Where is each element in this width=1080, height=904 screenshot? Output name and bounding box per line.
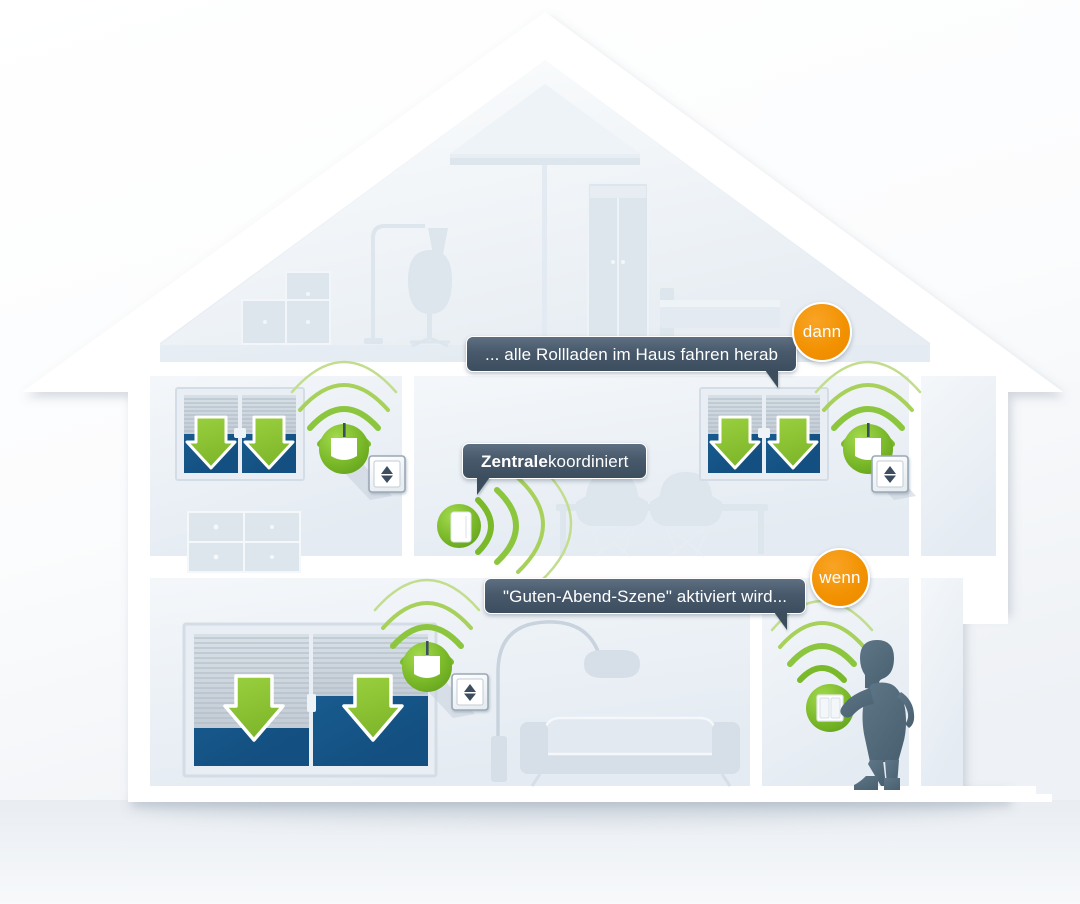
furniture-regal-wuerfel bbox=[241, 271, 331, 345]
shutter-down-arrow bbox=[243, 415, 295, 470]
door-handle bbox=[307, 694, 316, 712]
speech-bubble-zentrale: Zentrale koordiniert bbox=[462, 443, 648, 495]
furniture-buerostuhl bbox=[408, 250, 452, 348]
shutter-down-arrow bbox=[185, 415, 237, 470]
chevron-up-icon bbox=[464, 684, 476, 692]
ground-floor-slab bbox=[128, 786, 1008, 802]
bubble-tail-icon bbox=[765, 370, 779, 388]
upper-floor-slab bbox=[128, 556, 1008, 578]
speech-bubble-wenn-text: "Guten-Abend-Szene" aktiviert wird... bbox=[503, 586, 788, 606]
ridge-post bbox=[542, 160, 547, 345]
roof bbox=[22, 12, 1063, 392]
motor-antenna-icon bbox=[343, 423, 346, 437]
window-handle bbox=[234, 428, 246, 438]
attic-room bbox=[160, 60, 930, 368]
room-ground-side bbox=[921, 578, 963, 786]
furniture-esszimmerstuhl-1 bbox=[575, 472, 649, 557]
rollladen-motor-wohnzimmer bbox=[373, 578, 489, 718]
wall-upper-2 bbox=[909, 376, 921, 556]
motor-body-icon bbox=[331, 438, 357, 460]
chevron-down-icon bbox=[884, 475, 896, 483]
radio-waves bbox=[475, 464, 573, 584]
furniture-bogenlampe bbox=[491, 620, 640, 782]
furniture-esstisch-gruppe bbox=[556, 472, 768, 557]
bubble-tail-icon bbox=[477, 477, 490, 495]
chevron-up-icon bbox=[381, 466, 393, 474]
chevron-down-icon bbox=[381, 475, 393, 483]
speech-bubble-wenn: "Guten-Abend-Szene" aktiviert wird... bbox=[484, 578, 807, 630]
rocker-right-icon bbox=[830, 697, 841, 719]
hub-device-icon bbox=[450, 511, 472, 543]
furniture-kommode bbox=[187, 511, 301, 573]
speech-bubble-zentrale-regular: koordiniert bbox=[547, 451, 629, 471]
room-upper-side bbox=[921, 376, 996, 556]
chevron-up-icon bbox=[884, 466, 896, 474]
wippschalter[interactable] bbox=[871, 455, 909, 493]
wippschalter[interactable] bbox=[451, 673, 489, 711]
roof-right bbox=[545, 12, 1063, 392]
shutter-down-arrow bbox=[223, 674, 285, 742]
speech-bubble-dann: ... alle Rollladen im Haus fahren herab bbox=[466, 336, 798, 388]
zentrale-hub bbox=[437, 464, 573, 584]
motor-body-icon bbox=[855, 438, 881, 460]
window-handle bbox=[758, 428, 770, 438]
bubble-tail-icon bbox=[774, 612, 788, 630]
furniture-bett bbox=[660, 288, 780, 340]
chevron-down-icon bbox=[464, 693, 476, 701]
fenster-schlafzimmer-links bbox=[175, 387, 305, 481]
furniture-kleiderschrank bbox=[587, 182, 649, 342]
badge-wenn: wenn bbox=[810, 548, 870, 608]
shutter-down-arrow bbox=[767, 415, 819, 470]
wall-ground-1 bbox=[750, 578, 762, 786]
wippschalter[interactable] bbox=[368, 455, 406, 493]
rollladen-motor-rechts bbox=[814, 360, 922, 500]
gable-window-glass bbox=[450, 84, 640, 154]
ceiling-beam bbox=[450, 158, 640, 165]
furniture-stehlampe bbox=[364, 224, 448, 344]
terrassentuer-wohnzimmer bbox=[182, 622, 438, 778]
motor-antenna-icon bbox=[867, 423, 870, 437]
rollladen-motor-links bbox=[290, 360, 406, 500]
speech-bubble-zentrale-bold: Zentrale bbox=[481, 451, 548, 471]
shutter-down-arrow bbox=[709, 415, 761, 470]
person-silhouette bbox=[840, 640, 915, 790]
motor-body-icon bbox=[414, 656, 440, 678]
rocker-left-icon bbox=[819, 697, 830, 719]
shutter-down-arrow bbox=[342, 674, 404, 742]
house-right-step bbox=[963, 612, 1052, 802]
roof-left bbox=[22, 12, 545, 392]
wall-ground-2 bbox=[909, 578, 921, 786]
fenster-schlafzimmer-rechts bbox=[699, 387, 829, 481]
furniture-esszimmerstuhl-2 bbox=[649, 472, 723, 557]
badge-dann: dann bbox=[792, 302, 852, 362]
speech-bubble-dann-text: ... alle Rollladen im Haus fahren herab bbox=[485, 344, 779, 364]
furniture-sofa bbox=[520, 716, 740, 787]
wall-upper-1 bbox=[402, 376, 414, 556]
motor-antenna-icon bbox=[426, 641, 429, 655]
